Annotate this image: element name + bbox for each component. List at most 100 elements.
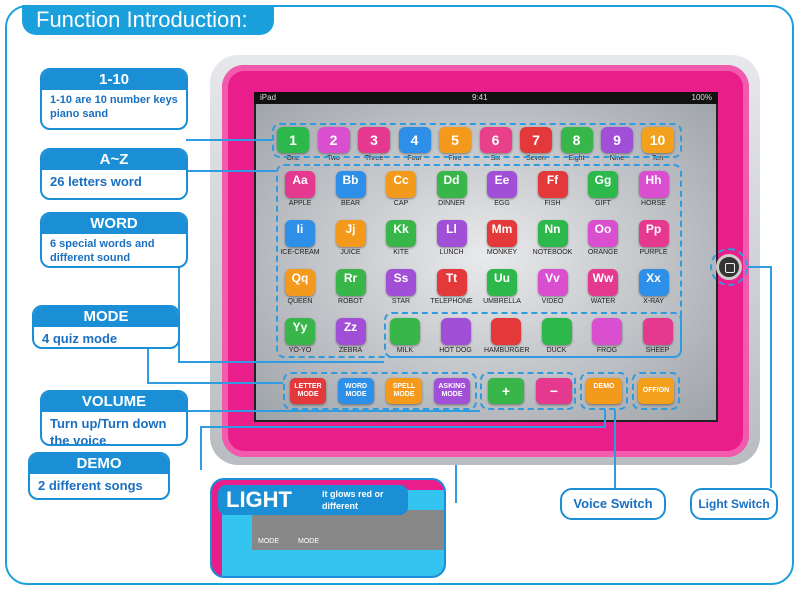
letter-key[interactable]: Xx bbox=[638, 269, 669, 296]
letter-key-word: ORANGE bbox=[587, 249, 619, 256]
letter-key[interactable]: Ee bbox=[487, 171, 517, 198]
letter-key-word: TELEPHONE bbox=[430, 298, 473, 305]
light-heading: LIGHT bbox=[226, 487, 292, 512]
letter-key[interactable]: Gg bbox=[588, 171, 618, 198]
letter-key[interactable]: Pp bbox=[638, 220, 669, 247]
letter-key[interactable]: Ww bbox=[588, 269, 618, 296]
callout-numbers-heading: 1-10 bbox=[42, 70, 186, 90]
letter-key[interactable]: Yy bbox=[285, 318, 315, 345]
word-key-label: SHEEP bbox=[645, 347, 670, 354]
number-key-label: One bbox=[286, 155, 300, 162]
letter-key[interactable]: Vv bbox=[537, 269, 568, 296]
letter-key-word: LUNCH bbox=[439, 249, 464, 256]
number-key-6[interactable]: 6 bbox=[479, 127, 512, 153]
letter-key-word: KITE bbox=[393, 249, 409, 256]
mode-key[interactable]: WORD MODE bbox=[338, 378, 374, 404]
word-key[interactable] bbox=[440, 318, 471, 345]
letter-key-word: GIFT bbox=[595, 200, 611, 207]
word-key-label: DUCK bbox=[546, 347, 567, 354]
offon-group-outline bbox=[632, 372, 680, 410]
letter-key[interactable]: Tt bbox=[436, 269, 467, 296]
connector-light-v bbox=[455, 465, 457, 503]
letter-key[interactable]: Cc bbox=[386, 171, 416, 198]
status-bar: iPad 9:41 100% bbox=[254, 92, 718, 104]
letter-key[interactable]: Ff bbox=[537, 171, 568, 198]
callout-numbers: 1-10 1-10 are 10 number keys piano sand bbox=[40, 68, 188, 130]
word-key[interactable] bbox=[491, 318, 521, 345]
callout-demo-heading: DEMO bbox=[30, 454, 168, 474]
letter-key-word: NOTEBOOK bbox=[532, 249, 573, 256]
letter-key[interactable]: Qq bbox=[285, 269, 315, 296]
volume-up-key[interactable]: + bbox=[488, 378, 524, 404]
letter-key[interactable]: Zz bbox=[335, 318, 366, 345]
number-key-3[interactable]: 3 bbox=[358, 127, 390, 153]
letter-key[interactable]: Aa bbox=[285, 171, 315, 198]
number-key-8[interactable]: 8 bbox=[560, 127, 593, 153]
numbers-group-outline bbox=[272, 123, 682, 158]
connector-lightswitch-v bbox=[770, 266, 772, 488]
letter-key-word: JUICE bbox=[340, 249, 361, 256]
number-key-label: Nine bbox=[609, 155, 625, 162]
letter-key-word: BEAR bbox=[340, 200, 361, 207]
connector-demo-v2 bbox=[200, 426, 202, 470]
status-center: 9:41 bbox=[472, 93, 488, 102]
letter-key[interactable]: Ll bbox=[436, 220, 467, 247]
connector-demo-h bbox=[200, 426, 604, 428]
number-key-1[interactable]: 1 bbox=[277, 127, 309, 153]
word-group-outline bbox=[384, 312, 682, 358]
letter-key-word: HORSE bbox=[641, 200, 666, 207]
word-key[interactable] bbox=[541, 318, 572, 345]
letter-key[interactable]: Ii bbox=[285, 220, 315, 247]
mode-key[interactable]: LETTER MODE bbox=[290, 378, 326, 404]
volume-down-key[interactable]: − bbox=[536, 378, 572, 404]
number-key-2[interactable]: 2 bbox=[317, 127, 350, 153]
letter-key-word: STAR bbox=[391, 298, 411, 305]
callout-letters: A~Z 26 letters word bbox=[40, 148, 188, 200]
number-key-label: Six bbox=[490, 155, 501, 162]
letter-key[interactable]: Kk bbox=[386, 220, 416, 247]
mode-key[interactable]: ASKING MODE bbox=[434, 378, 470, 404]
letter-key[interactable]: Rr bbox=[335, 269, 366, 296]
letter-key[interactable]: Oo bbox=[588, 220, 618, 247]
word-key[interactable] bbox=[592, 318, 622, 345]
letter-key[interactable]: Mm bbox=[487, 220, 517, 247]
mode-key[interactable]: SPELL MODE bbox=[386, 378, 422, 404]
callout-volume: VOLUME Turn up/Turn down the voice bbox=[40, 390, 188, 446]
number-key-10[interactable]: 10 bbox=[641, 127, 674, 153]
connector-letters bbox=[186, 170, 276, 172]
number-key-label: Eight bbox=[568, 155, 585, 162]
letter-key-word: UMBRELLA bbox=[483, 298, 521, 305]
letter-key[interactable]: Bb bbox=[335, 171, 366, 198]
callout-numbers-desc: 1-10 are 10 number keys piano sand bbox=[50, 94, 178, 120]
letter-key-word: FISH bbox=[544, 200, 561, 207]
letter-key[interactable]: Nn bbox=[537, 220, 568, 247]
letter-key[interactable]: Jj bbox=[335, 220, 366, 247]
number-key-4[interactable]: 4 bbox=[398, 127, 431, 153]
callout-mode-heading: MODE bbox=[34, 307, 178, 327]
homebutton-outline bbox=[710, 248, 748, 286]
number-key-9[interactable]: 9 bbox=[601, 127, 633, 153]
demo-key[interactable]: DEMO bbox=[586, 378, 622, 404]
callout-mode: MODE 4 quiz mode bbox=[32, 305, 180, 349]
letter-key-word: APPLE bbox=[288, 200, 312, 207]
light-panel-key-2: MODE bbox=[298, 538, 319, 545]
letter-key[interactable]: Dd bbox=[436, 171, 467, 198]
word-key[interactable] bbox=[642, 318, 673, 345]
number-key-label: Three bbox=[364, 155, 384, 162]
letter-key-word: CAP bbox=[393, 200, 409, 207]
light-panel-screen: MODE MODE bbox=[252, 510, 444, 550]
letter-key-word: VIDEO bbox=[541, 298, 564, 305]
letter-key[interactable]: Uu bbox=[487, 269, 517, 296]
number-key-5[interactable]: 5 bbox=[439, 127, 471, 153]
letter-key-word: X-RAY bbox=[643, 298, 664, 305]
word-key[interactable] bbox=[390, 318, 420, 345]
callout-mode-desc: 4 quiz mode bbox=[42, 331, 118, 346]
letter-key[interactable]: Ss bbox=[386, 269, 416, 296]
letter-key[interactable]: Hh bbox=[638, 171, 669, 198]
letter-key-word: MONKEY bbox=[486, 249, 518, 256]
number-key-label: Two bbox=[327, 155, 340, 162]
mode-group-outline bbox=[283, 372, 477, 410]
number-key-7[interactable]: 7 bbox=[520, 127, 552, 153]
callout-letters-heading: A~Z bbox=[42, 150, 186, 170]
offon-key[interactable]: OFF/ON bbox=[638, 378, 674, 404]
